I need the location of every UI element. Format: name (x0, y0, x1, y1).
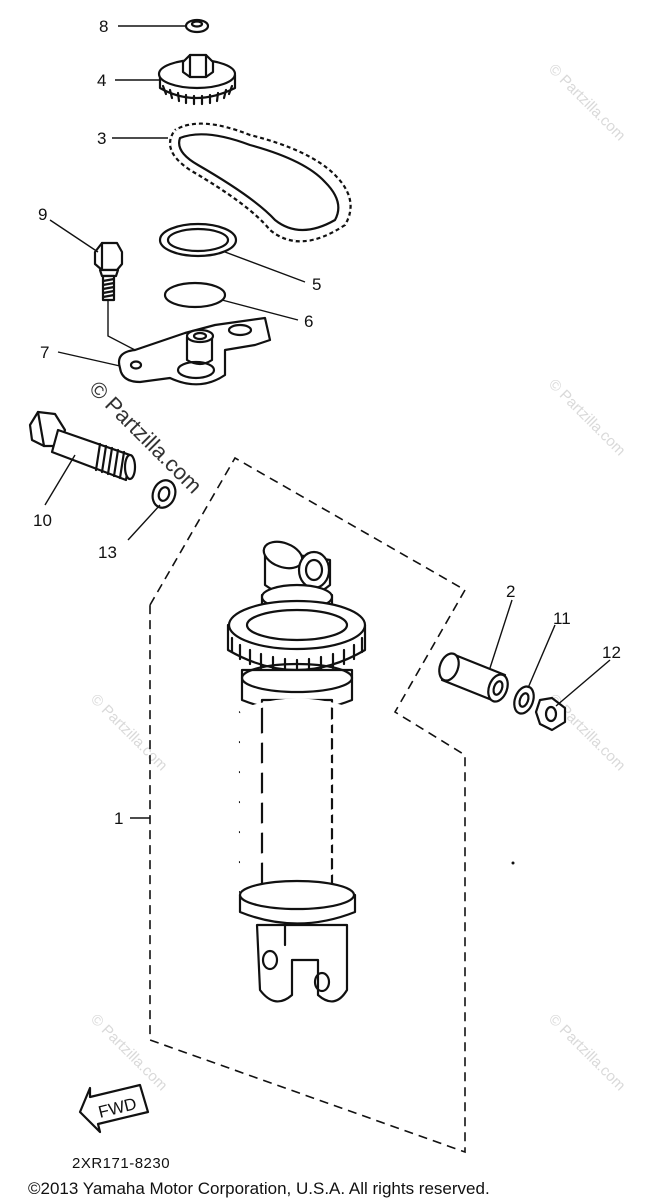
watermark-text: © Partzilla.com (87, 1011, 170, 1094)
callout-8: 8 (99, 17, 108, 36)
part-12-nut (534, 696, 567, 732)
part-6-o-ring (163, 281, 227, 309)
part-1-shock-absorber (149, 456, 467, 1154)
callout-6: 6 (304, 312, 313, 331)
callout-11: 11 (553, 609, 571, 628)
part-4-adjuster-gear (157, 53, 237, 106)
callout-13: 13 (98, 543, 117, 562)
callout-4: 4 (97, 71, 106, 90)
watermark-text: © Partzilla.com (87, 691, 170, 774)
stray-dot (511, 861, 515, 865)
callout-labels: 8 4 3 9 5 6 7 10 13 2 11 12 1 (33, 17, 621, 828)
part-2-collar (438, 652, 509, 703)
callout-2: 2 (506, 582, 515, 601)
watermark-text: © Partzilla.com (545, 376, 628, 459)
watermark-text: © Partzilla.com (545, 61, 628, 144)
callout-3: 3 (97, 129, 106, 148)
callout-10: 10 (33, 511, 52, 530)
part-8-nut (184, 18, 210, 34)
part-9-bolt (93, 241, 136, 351)
copyright-notice: ©2013 Yamaha Motor Corporation, U.S.A. A… (28, 1179, 490, 1198)
part-7-bracket (117, 316, 272, 386)
callout-1: 1 (114, 809, 123, 828)
part-13-washer (151, 479, 177, 509)
part-11-washer (513, 685, 535, 715)
leader-lines (44, 25, 611, 819)
part-5-ring (158, 222, 238, 258)
callout-12: 12 (602, 643, 621, 662)
diagram-code: 2XR171-8230 (72, 1155, 170, 1172)
part-3-belt (168, 122, 352, 243)
watermark-text-dark: © Partzilla.com (84, 376, 207, 499)
watermark-text: © Partzilla.com (545, 1011, 628, 1094)
callout-7: 7 (40, 343, 49, 362)
callout-9: 9 (38, 205, 47, 224)
callout-5: 5 (312, 275, 321, 294)
part-10-bolt (28, 410, 137, 482)
fwd-arrow-icon: FWD (78, 1083, 150, 1134)
